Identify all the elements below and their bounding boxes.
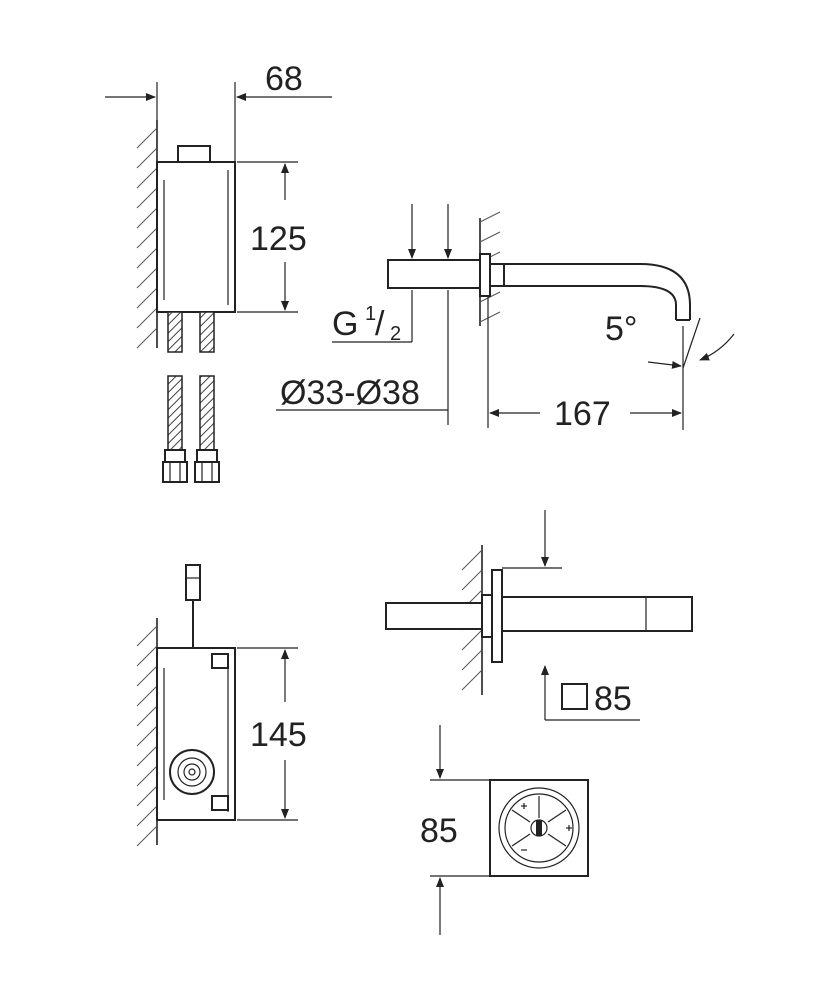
- hose-nut-right: [196, 449, 218, 463]
- dim-145-label: 145: [250, 716, 307, 754]
- dim-145: 145: [237, 647, 307, 821]
- dim-diameter: Ø33-Ø38: [276, 374, 448, 412]
- dim-thread: G 1 / 2: [332, 204, 452, 425]
- hose-right-lower: [199, 375, 215, 452]
- wall-hatch-top-left: [136, 120, 158, 349]
- dim-125: 125: [237, 161, 307, 313]
- dim-167-label: 167: [554, 395, 611, 433]
- spout-arm-top: [501, 596, 693, 632]
- dim-68-label: 68: [265, 60, 303, 98]
- dim-angle: 5°: [605, 310, 735, 430]
- dim-thread-g: G: [332, 305, 358, 343]
- dim-diameter-label: Ø33-Ø38: [280, 374, 420, 412]
- dim-125-label: 125: [250, 220, 307, 258]
- spout-sleeve-top: [385, 602, 483, 630]
- dim-thread-slash: /: [375, 305, 385, 343]
- hose-nut-left: [164, 449, 186, 463]
- square-symbol-icon: [561, 683, 588, 710]
- box-cap: [177, 145, 211, 163]
- dim-angle-label: 5°: [605, 310, 638, 348]
- dim-85-vertical: 85: [420, 725, 490, 935]
- hose-right-upper: [199, 311, 215, 353]
- dim-68: 68: [105, 60, 332, 162]
- spout-arm: [504, 263, 691, 320]
- hose-left-upper: [167, 311, 183, 353]
- bottom-left-box-view: 145: [136, 564, 307, 847]
- dim-thread-den: 2: [390, 323, 401, 345]
- dim-167: 167: [487, 296, 682, 433]
- spout-rosette-top: [491, 569, 503, 663]
- dim-square-label: 85: [594, 680, 632, 718]
- concealed-box-top: [156, 161, 236, 313]
- top-left-box-view: 68 125: [105, 60, 332, 483]
- spout-rosette: [479, 253, 491, 297]
- bottom-right-spout-view: 85 85: [385, 510, 693, 935]
- wall-hatch-bottom-left: [136, 618, 158, 847]
- sensor-knob: [169, 749, 215, 795]
- dim-square-85: 85: [502, 510, 640, 721]
- top-right-spout-view: G 1 / 2 Ø33-Ø38 5° 167: [276, 204, 735, 433]
- dim-85-label: 85: [420, 812, 458, 850]
- spout-sleeve: [387, 259, 481, 289]
- dim-thread-num: 1: [365, 303, 376, 325]
- hose-left-lower: [167, 375, 183, 452]
- cable-plug: [185, 564, 201, 601]
